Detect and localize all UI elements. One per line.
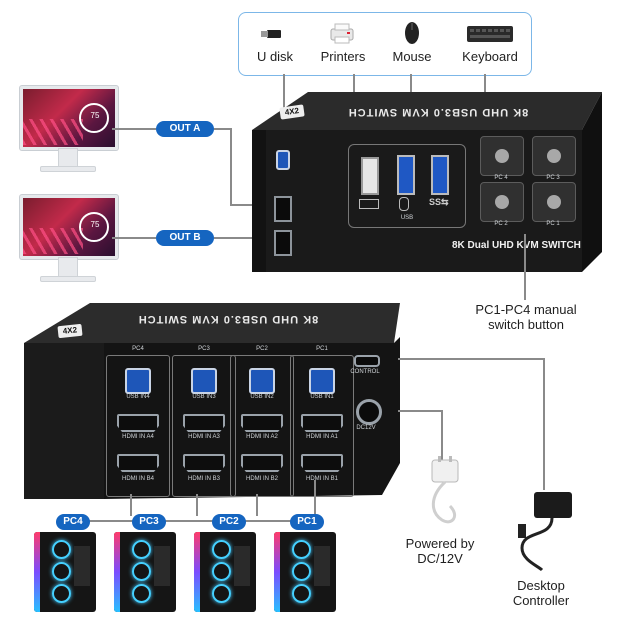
mouse-mini-icon [399,197,409,211]
monitor-a-screen: 75 [23,89,115,147]
pc-buttons: PC 4 PC 3 PC 2 PC 1 [478,136,578,227]
peripherals-panel: U disk Printers Mouse Keyboard [238,12,532,76]
back-badge: 4X2 [57,323,83,339]
usb-in-label: USB IN4 [126,394,150,400]
power-label: Powered by DC/12V [405,536,475,566]
port-column-pc3: PC3 USB IN3 HDMI IN A3 HDMI IN B3 [172,346,236,497]
out-a-label: OUT A [156,121,214,137]
usb-in-label: USB IN1 [310,394,334,400]
pc3-label: PC3 [132,514,166,530]
dc-jack [356,399,382,425]
ss-usb-icon: SS⇆ [429,197,449,207]
hdmi-in-a-label: HDMI IN A2 [246,434,278,440]
pc3-button[interactable] [532,136,576,176]
hdmi-in-b2-port [241,454,283,472]
usb-in1-port [309,368,335,394]
printer-icon [329,23,355,45]
port-column-pc4: PC4 USB IN4 HDMI IN A4 HDMI IN B4 [106,346,170,497]
front-bottom-text: 8K Dual UHD KVM SWITCH [452,240,581,251]
usb2-port [361,157,379,195]
hdmi-in-b-label: HDMI IN B3 [187,476,220,482]
out-b-port [274,230,292,256]
desktop-controller-icon [508,488,578,572]
monitor-a: 75 [20,86,118,150]
hdmi-in-b-label: HDMI IN B2 [245,476,278,482]
out-b-label: OUT B [156,230,214,246]
hdmi-in-a4-port [117,414,159,432]
pc2-button[interactable] [480,182,524,222]
hdmi-in-b1-port [301,454,343,472]
hdmi-in-a-label: HDMI IN A3 [188,434,220,440]
front-top-text: 8K UHD USB3.0 KVM SWITCH [347,106,529,118]
pc-tower-2 [194,532,256,612]
kvm-back-box: 4X2 8K UHD USB3.0 KVM SWITCH PC4 USB IN4… [24,303,400,503]
hdmi-in-a-label: HDMI IN A4 [122,434,154,440]
peripheral-label-mouse: Mouse [392,49,432,64]
dc-label: DC12V [356,425,376,431]
back-top-text: 8K UHD USB3.0 KVM SWITCH [137,313,319,325]
front-usb-port [276,150,290,170]
pc1-button[interactable] [532,182,576,222]
column-pc-label: PC1 [316,346,328,352]
usb-in2-port [249,368,275,394]
usb-in3-port [191,368,217,394]
monitor-b: 75 [20,195,118,259]
hdmi-in-b4-port [117,454,159,472]
pc-tower-3 [114,532,176,612]
kvm-front-box: 4X2 8K UHD USB3.0 KVM SWITCH SS⇆ USB PC … [252,92,602,290]
port-column-pc2: PC2 USB IN2 HDMI IN A2 HDMI IN B2 [230,346,294,497]
keyboard-mini-icon [359,199,379,209]
hdmi-in-a3-port [183,414,225,432]
control-port [354,355,380,367]
column-pc-label: PC3 [198,346,210,352]
power-adapter-icon [420,456,470,532]
controller-label: Desktop Controller [512,578,570,608]
usb3-port-2 [431,155,449,195]
monitor-b-screen: 75 [23,198,115,256]
column-pc-label: PC4 [132,346,144,352]
hdmi-in-a1-port [301,414,343,432]
hdmi-in-b3-port [183,454,225,472]
pc3-button-label: PC 3 [546,175,560,181]
usb3-port-1 [397,155,415,195]
pc1-label: PC1 [290,514,324,530]
peripheral-label-udisk: U disk [256,49,294,64]
port-column-pc1: PC1 USB IN1 HDMI IN A1 HDMI IN B1 [290,346,354,497]
hdmi-in-b-label: HDMI IN B1 [305,476,338,482]
hdmi-in-b-label: HDMI IN B4 [121,476,154,482]
peripheral-label-printers: Printers [320,49,366,64]
mouse-icon [404,21,420,45]
monitor-b-value: 75 [90,220,100,229]
hdmi-in-a2-port [241,414,283,432]
pc-tower-4 [34,532,96,612]
u-disk-icon [261,27,283,41]
monitor-a-value: 75 [90,111,100,120]
usb-in-label: USB IN2 [250,394,274,400]
pc4-button-label: PC 4 [494,175,508,181]
peripheral-label-keyboard: Keyboard [462,49,518,64]
pc1-button-label: PC 1 [546,221,560,227]
pc4-button[interactable] [480,136,524,176]
usb-in-label: USB IN3 [192,394,216,400]
pc-tower-1 [274,532,336,612]
control-label: CONTROL [350,369,380,375]
manual-switch-label: PC1-PC4 manual switch button [475,302,577,332]
front-usb-panel: SS⇆ USB [348,144,466,228]
pc2-button-label: PC 2 [494,221,508,227]
keyboard-icon [467,26,513,42]
pc4-label: PC4 [56,514,90,530]
front-usb-label: USB [400,215,414,221]
usb-in4-port [125,368,151,394]
column-pc-label: PC2 [256,346,268,352]
hdmi-in-a-label: HDMI IN A1 [306,434,338,440]
pc2-label: PC2 [212,514,246,530]
out-a-port [274,196,292,222]
